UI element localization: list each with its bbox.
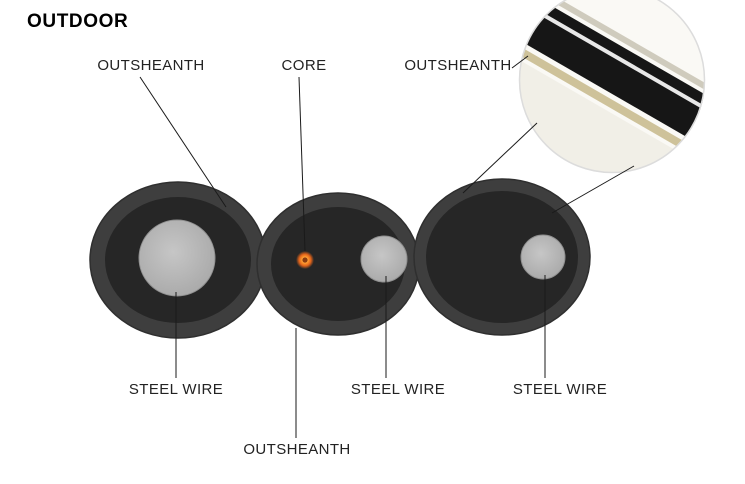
inset-lower-area — [519, 29, 705, 173]
label-steel-wire-left: STEEL WIRE — [128, 381, 224, 398]
label-core: CORE — [281, 57, 327, 74]
leader-core — [298, 76, 306, 252]
cross-section-right — [413, 178, 591, 336]
steel-wire-circle-right — [520, 234, 566, 280]
diagram-title: OUTDOOR — [27, 11, 129, 32]
inset-cable-photo — [519, 0, 705, 173]
inset-border-ring — [518, 0, 706, 174]
label-outsheanth-left: OUTSHEANTH — [97, 57, 205, 74]
sheath-inner-right — [426, 191, 578, 323]
inset-cable-highlight — [519, 0, 705, 142]
label-outsheanth-bottom: OUTSHEANTH — [243, 441, 351, 458]
leader-outsheanth-left — [139, 76, 227, 208]
leader-lines — [139, 55, 635, 438]
label-steel-wire-center: STEEL WIRE — [350, 381, 446, 398]
cross-section-left — [89, 181, 267, 339]
zoom-line-upper — [462, 122, 538, 194]
inset-zoom-circle — [518, 0, 706, 174]
inset-upper-strand — [519, 0, 705, 127]
steel-wire-circle-middle — [360, 235, 408, 283]
leader-outsheanth-right — [511, 55, 529, 69]
label-steel-wire-right: STEEL WIRE — [512, 381, 608, 398]
label-outsheanth-right: OUTSHEANTH — [404, 57, 512, 74]
inset-tan-strand — [519, 18, 705, 173]
inset-cable-band — [519, 0, 705, 170]
steel-wire-circle-left — [138, 219, 216, 297]
cross-section-middle — [256, 192, 420, 336]
core-dot — [302, 257, 308, 263]
zoom-line-lower — [551, 165, 635, 214]
